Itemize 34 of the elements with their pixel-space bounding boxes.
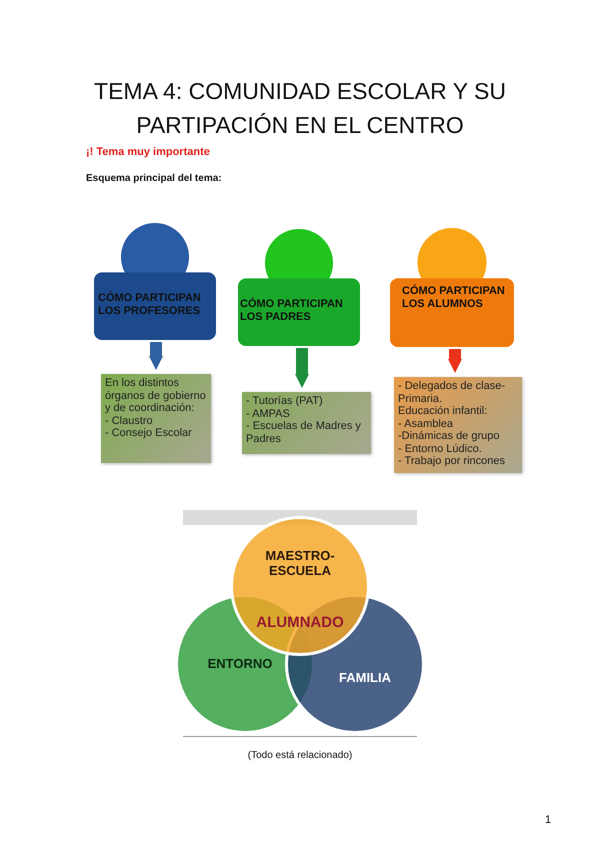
person-label: CÓMO PARTICIPAN LOS PROFESORES bbox=[98, 292, 202, 318]
list-item: - Delegados de clase- Primaria. bbox=[398, 380, 506, 405]
list-item: - Asamblea bbox=[398, 418, 454, 430]
figure-caption: (Todo está relacionado) bbox=[246, 750, 354, 761]
list-item: - Trabajo por rincones bbox=[398, 455, 506, 468]
list-item: - Escuelas de Madres y Padres bbox=[246, 420, 362, 445]
list-item: - Claustro bbox=[105, 414, 154, 427]
person-label: CÓMO PARTICIPAN LOS PADRES bbox=[240, 298, 344, 324]
venn-center-label: ALUMNADO bbox=[255, 614, 345, 631]
down-arrow bbox=[295, 348, 309, 388]
page-number: 1 bbox=[545, 814, 552, 826]
down-arrow bbox=[448, 349, 462, 373]
list-item: - Entorno Lúdico. bbox=[398, 442, 483, 455]
content-box bbox=[394, 377, 522, 473]
list-item: En los distintos órganos de gobierno y de coordinación: bbox=[105, 377, 207, 414]
list-item: - Consejo Escolar bbox=[105, 427, 193, 440]
person-shape bbox=[92, 222, 218, 342]
list-item: -Dinámicas de grupo bbox=[398, 430, 500, 442]
venn-circle bbox=[230, 516, 370, 656]
person-shape bbox=[236, 228, 362, 348]
circle-label: FAMILIA bbox=[338, 670, 392, 685]
person-shape bbox=[388, 227, 516, 349]
content-box bbox=[242, 392, 371, 454]
warning-note: ¡! Tema muy importante bbox=[86, 146, 210, 158]
list-item: Educación infantil: bbox=[398, 405, 488, 418]
list-item: - AMPAS bbox=[246, 408, 291, 420]
circle-label: ENTORNO bbox=[206, 656, 274, 671]
page-title: TEMA 4: COMUNIDAD ESCOLAR Y SU PARTIPACIÓN EN EL CENTRO bbox=[93, 77, 507, 140]
list-item: - Tutorías (PAT) bbox=[246, 395, 324, 408]
circle-label: MAESTRO- ESCUELA bbox=[265, 548, 335, 578]
section-heading: Esquema principal del tema: bbox=[86, 173, 222, 184]
person-label: CÓMO PARTICIPAN LOS ALUMNOS bbox=[402, 285, 506, 311]
down-arrow bbox=[149, 342, 163, 370]
content-box bbox=[101, 374, 211, 463]
